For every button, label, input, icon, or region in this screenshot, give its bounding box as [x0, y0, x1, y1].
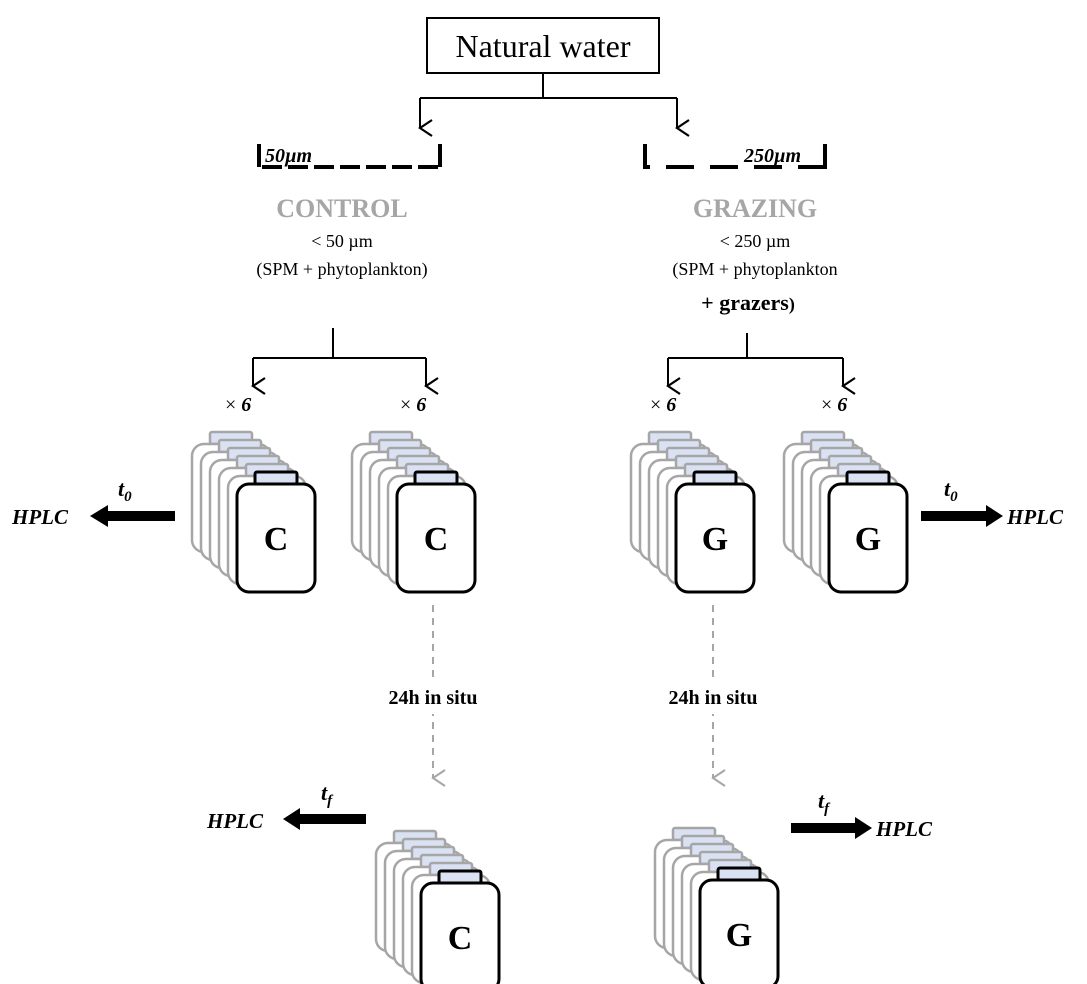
grazing-grazers: + grazers) [701, 290, 795, 315]
replicate-label-c2: × 6 [400, 394, 426, 416]
control-content: (SPM + phytoplankton) [256, 259, 427, 280]
natural-water-label: Natural water [455, 28, 630, 64]
control-split-connector [251, 328, 439, 395]
bottle-stacks: C C G G C G [190, 430, 909, 984]
grazers-label: + grazers [701, 290, 789, 315]
bottle-letter: G [855, 521, 881, 558]
hplc-label-grazing-tf: HPLC [875, 817, 933, 841]
sieve-250-label: 250µm [743, 145, 801, 167]
bottle-front: G [827, 470, 909, 594]
sieve-50-icon: 50µm [257, 144, 442, 169]
bottle-stack-control-t0: C [190, 430, 317, 594]
sieve-50-label: 50µm [265, 145, 312, 167]
hplc-arrow-control-t0 [90, 505, 175, 527]
hplc-label-control-t0: HPLC [11, 505, 69, 529]
hplc-arrow-control-tf [283, 808, 366, 830]
control-size: < 50 µm [311, 231, 373, 251]
bottle-front: C [235, 470, 317, 594]
bottle-front: G [674, 470, 756, 594]
bottle-front: C [419, 869, 501, 984]
bottle-letter: G [726, 917, 752, 954]
bottle-stack-grazing-t0: G [629, 430, 756, 594]
grazers-paren: ) [789, 294, 795, 315]
bottle-stack-control-tf: C [374, 829, 501, 984]
hplc-label-grazing-t0: HPLC [1006, 505, 1064, 529]
bottle-front: C [395, 470, 477, 594]
grazing-split-connector [666, 333, 856, 395]
grazing-title: GRAZING [693, 194, 817, 223]
grazing-content: (SPM + phytoplankton [672, 259, 837, 280]
hplc-label-control-tf: HPLC [206, 809, 264, 833]
time-label-grazing-t0: t0 [944, 476, 958, 505]
incubation-label-grazing: 24h in situ [669, 687, 758, 709]
bottle-letter: C [424, 521, 449, 558]
replicate-label-g1: × 6 [650, 394, 676, 416]
incubation-label-control: 24h in situ [389, 687, 478, 709]
control-title: CONTROL [276, 194, 407, 223]
time-label-grazing-tf: tf [818, 788, 831, 817]
hplc-arrow-grazing-tf [791, 817, 872, 839]
top-branch-connector [418, 73, 690, 137]
bottle-front: G [698, 866, 780, 984]
grazing-size: < 250 µm [720, 231, 791, 251]
bottle-letter: C [264, 521, 289, 558]
bottle-letter: G [702, 521, 728, 558]
hplc-arrow-grazing-t0 [921, 505, 1003, 527]
bottle-stack-grazing-incubated: G [782, 430, 909, 594]
bottle-stack-control-incubated: C [350, 430, 477, 594]
replicate-label-g2: × 6 [821, 394, 847, 416]
natural-water-box [426, 17, 660, 74]
sieve-250-icon: 250µm [643, 144, 827, 169]
bottle-letter: C [448, 920, 473, 957]
replicate-label-c1: × 6 [225, 394, 251, 416]
bottle-stack-grazing-tf: G [653, 826, 780, 984]
time-label-control-tf: tf [321, 780, 334, 809]
time-label-control-t0: t0 [118, 476, 132, 505]
